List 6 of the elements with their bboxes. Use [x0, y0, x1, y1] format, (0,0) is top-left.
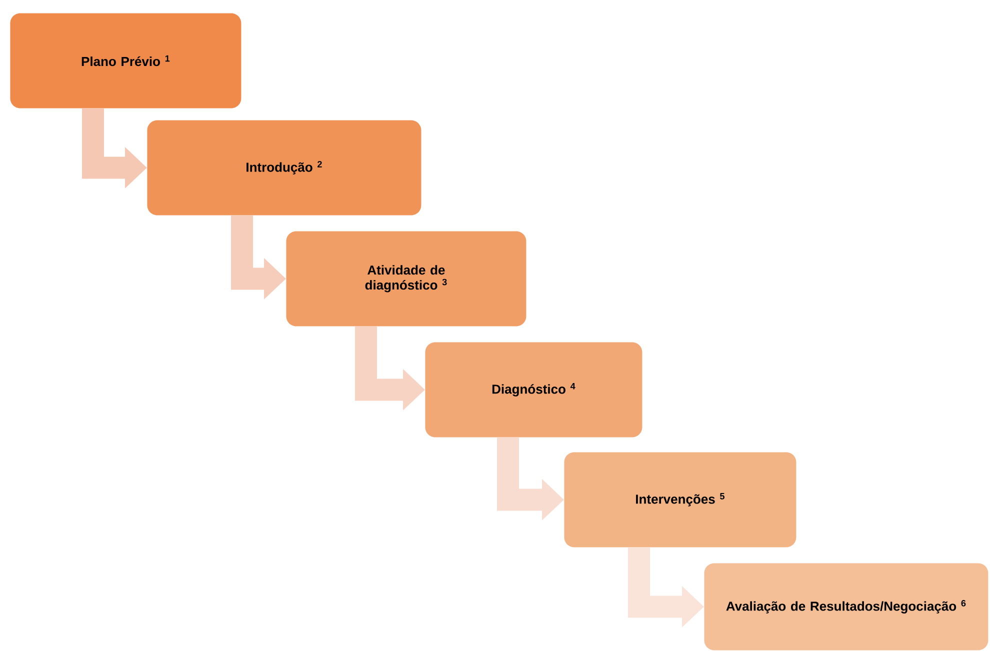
step-box: Intervenções $^{5}$ [564, 452, 796, 548]
step-box: Atividade de diagnóstico $^{3}$ [286, 231, 526, 326]
step-box: Diagnóstico $^{4}$ [425, 342, 642, 438]
step-box: Avaliação de Resultados/Negociação $^{6}$ [704, 563, 988, 650]
step-box: Introdução $^{2}$ [147, 120, 422, 216]
step-box: Plano Prévio $^{1}$ [10, 13, 242, 108]
